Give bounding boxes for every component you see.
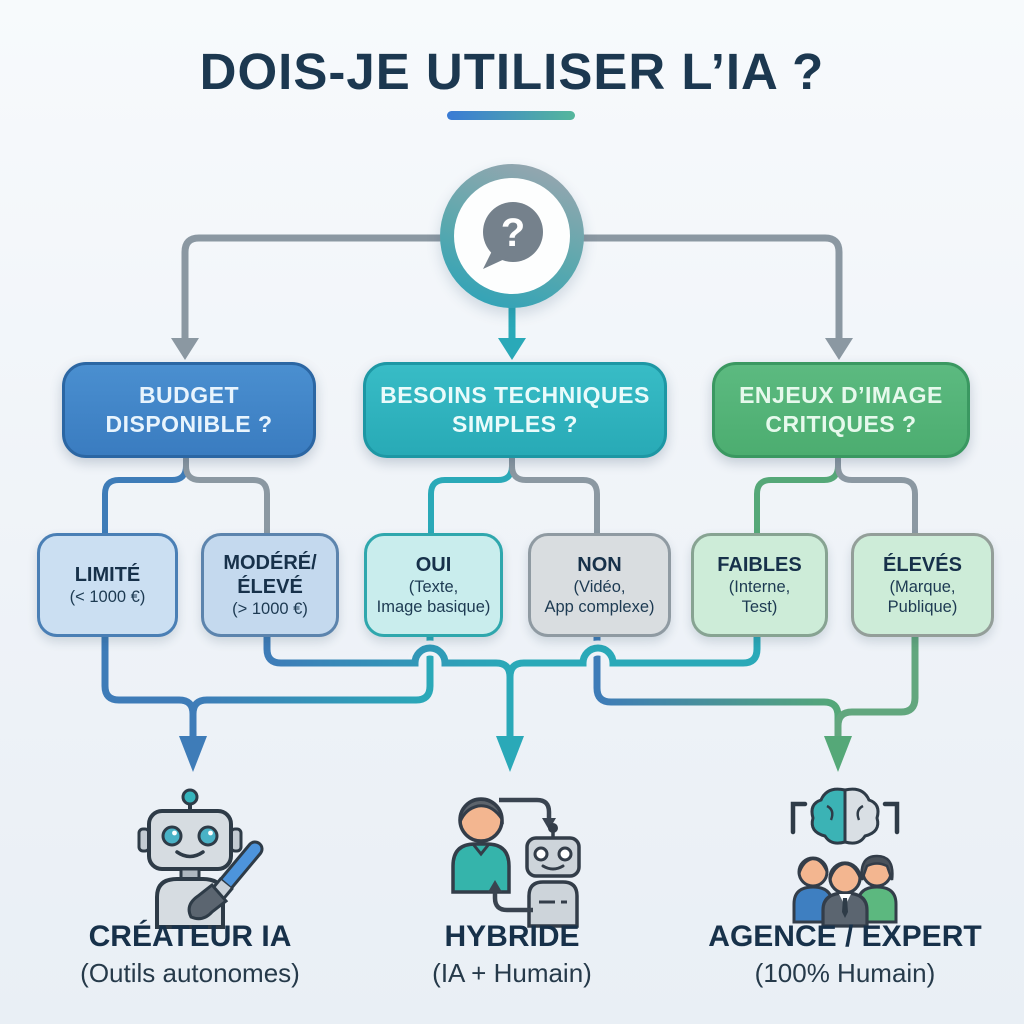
option-eleves-sub-b: Publique)	[887, 598, 958, 616]
outcome-createur-subtitle: (Outils autonomes)	[80, 958, 300, 988]
connector-limite-to-createur	[101, 631, 197, 740]
option-eleves-title: ÉLEVÉS	[883, 553, 962, 576]
decision-budget-line2: DISPONIBLE ?	[105, 411, 273, 437]
connector-budget-to-modere	[183, 452, 270, 533]
option-faibles-sub-b: Test)	[741, 598, 778, 616]
connector-besoins-to-non	[509, 452, 600, 533]
root-question-node: ?	[440, 164, 584, 308]
option-box-limite: LIMITÉ (< 1000 €)	[37, 533, 178, 637]
page-title: DOIS-JE UTILISER L’IA ?	[199, 43, 825, 100]
arrow-into-besoins	[498, 338, 526, 360]
option-non-sub-a: (Vidéo,	[573, 577, 626, 596]
option-oui-title: OUI	[415, 553, 452, 576]
option-box-modere-eleve: MODÉRÉ/ ÉLEVÉ (> 1000 €)	[201, 533, 339, 637]
option-box-faibles: FAIBLES (Interne, Test)	[691, 533, 828, 637]
robot-painter-icon	[115, 785, 265, 935]
connector-faibles-to-hybride	[506, 631, 761, 740]
question-bubble-icon: ?	[454, 178, 570, 294]
arrow-into-budget	[171, 338, 199, 360]
option-faibles-title: FAIBLES	[717, 553, 802, 576]
option-box-oui: OUI (Texte, Image basique)	[364, 533, 503, 637]
option-modere-title-a: MODÉRÉ/	[223, 551, 317, 574]
option-faibles-sub-a: (Interne,	[728, 577, 791, 596]
option-modere-title-b: ÉLEVÉ	[237, 575, 303, 598]
option-limite-title: LIMITÉ	[74, 563, 141, 586]
outcome-agence-subtitle: (100% Humain)	[754, 958, 936, 988]
human-robot-loop-icon	[435, 782, 595, 932]
arrow-into-createur	[179, 736, 207, 772]
decision-enjeux-line1: ENJEUX D’IMAGE	[739, 382, 943, 409]
decision-besoins-line1: BESOINS TECHNIQUES	[380, 382, 650, 409]
outcome-createur-title: CRÉATEUR IA	[88, 920, 292, 953]
title-underline	[447, 111, 575, 120]
decision-enjeux-line2: CRITIQUES ?	[765, 411, 917, 437]
arrow-into-enjeux	[825, 338, 853, 360]
option-eleves-sub-a: (Marque,	[889, 577, 956, 596]
decision-box-budget: BUDGET DISPONIBLE ?	[62, 362, 316, 458]
decision-box-enjeux: ENJEUX D’IMAGE CRITIQUES ?	[712, 362, 970, 458]
decision-budget-line1: BUDGET	[138, 382, 240, 409]
option-non-sub-b: App complexe)	[544, 598, 655, 616]
connector-budget-to-limite	[102, 452, 189, 533]
connector-enjeux-to-faibles	[754, 452, 841, 533]
team-brain-icon	[765, 780, 925, 930]
outcome-hybride-title: HYBRIDE	[444, 920, 580, 953]
connector-eleves-to-agence	[834, 631, 919, 740]
option-modere-sub: (> 1000 €)	[232, 599, 308, 618]
decision-besoins-line2: SIMPLES ?	[452, 411, 578, 437]
connector-enjeux-to-eleves	[835, 452, 918, 533]
arrow-into-agence	[824, 736, 852, 772]
outcome-hybride-subtitle: (IA + Humain)	[432, 958, 592, 988]
connector-besoins-to-oui	[428, 452, 515, 533]
option-oui-sub-b: Image basique)	[376, 598, 491, 616]
option-non-title: NON	[577, 553, 622, 576]
connector-modere-to-hybride	[263, 631, 514, 740]
outcome-agence-title: AGENCE / EXPERT	[708, 920, 982, 953]
arrow-into-hybride	[496, 736, 524, 772]
decision-box-besoins: BESOINS TECHNIQUES SIMPLES ?	[363, 362, 667, 458]
option-oui-sub-a: (Texte,	[408, 577, 459, 596]
option-box-non: NON (Vidéo, App complexe)	[528, 533, 671, 637]
connector-non-to-agence	[593, 631, 842, 740]
option-box-eleves: ÉLEVÉS (Marque, Publique)	[851, 533, 994, 637]
option-limite-sub: (< 1000 €)	[69, 587, 146, 606]
svg-text:?: ?	[501, 211, 525, 255]
connector-oui-to-createur	[189, 631, 434, 740]
